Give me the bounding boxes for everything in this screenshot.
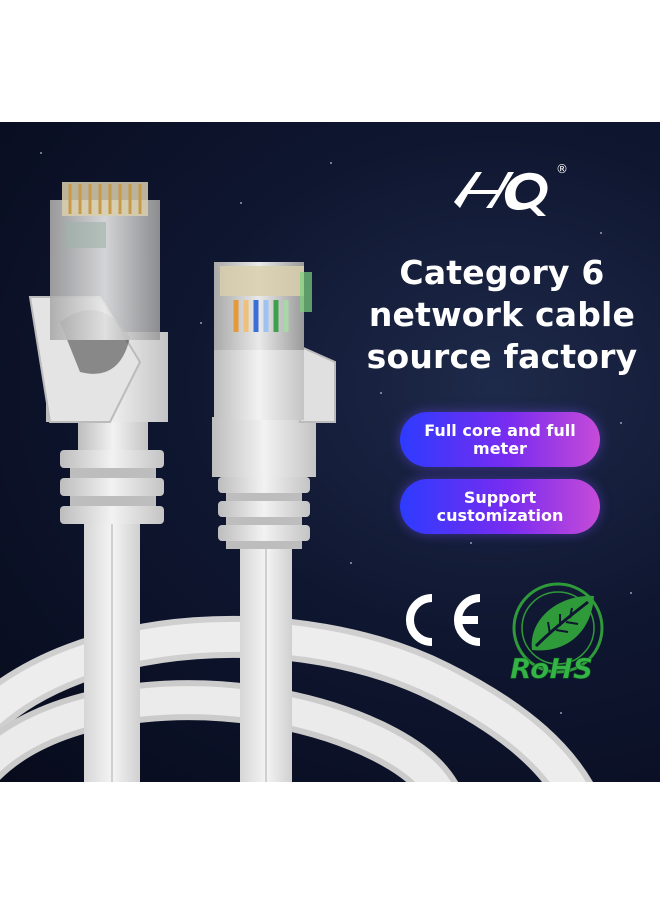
feature-pill-label: Support customization: [436, 487, 564, 525]
brand-logo: [454, 172, 548, 216]
star: [350, 562, 352, 564]
rohs-label: RoHS: [510, 652, 593, 684]
star: [200, 322, 202, 324]
headline-line-1: Category 6: [399, 253, 605, 292]
left-rj45-connector: [28, 182, 168, 423]
star: [620, 422, 622, 424]
star: [600, 232, 602, 234]
left-boot: [60, 422, 164, 524]
star: [40, 152, 42, 154]
feature-pill-full-core: Full core and full meter: [400, 412, 600, 467]
feature-pill-customization: Support customization: [400, 479, 600, 534]
product-banner: ® Category 6 network cable source factor…: [0, 122, 660, 782]
ethernet-cable-illustration: [0, 182, 594, 782]
headline-line-2: network cable: [368, 295, 636, 334]
registered-mark: ®: [556, 162, 568, 176]
star: [560, 712, 562, 714]
headline-line-3: source factory: [366, 337, 638, 376]
cable-coil: [0, 615, 594, 782]
star: [240, 202, 242, 204]
star: [330, 162, 332, 164]
rohs-badge-icon: RoHS: [510, 582, 604, 684]
ce-mark-icon: [406, 594, 481, 646]
right-boot: [212, 417, 316, 549]
right-rj45-connector: [214, 262, 336, 423]
star: [380, 392, 382, 394]
star: [470, 542, 472, 544]
headline: Category 6 network cable source factory: [352, 252, 652, 378]
feature-pill-label: Full core and full meter: [424, 420, 576, 458]
star: [630, 592, 632, 594]
